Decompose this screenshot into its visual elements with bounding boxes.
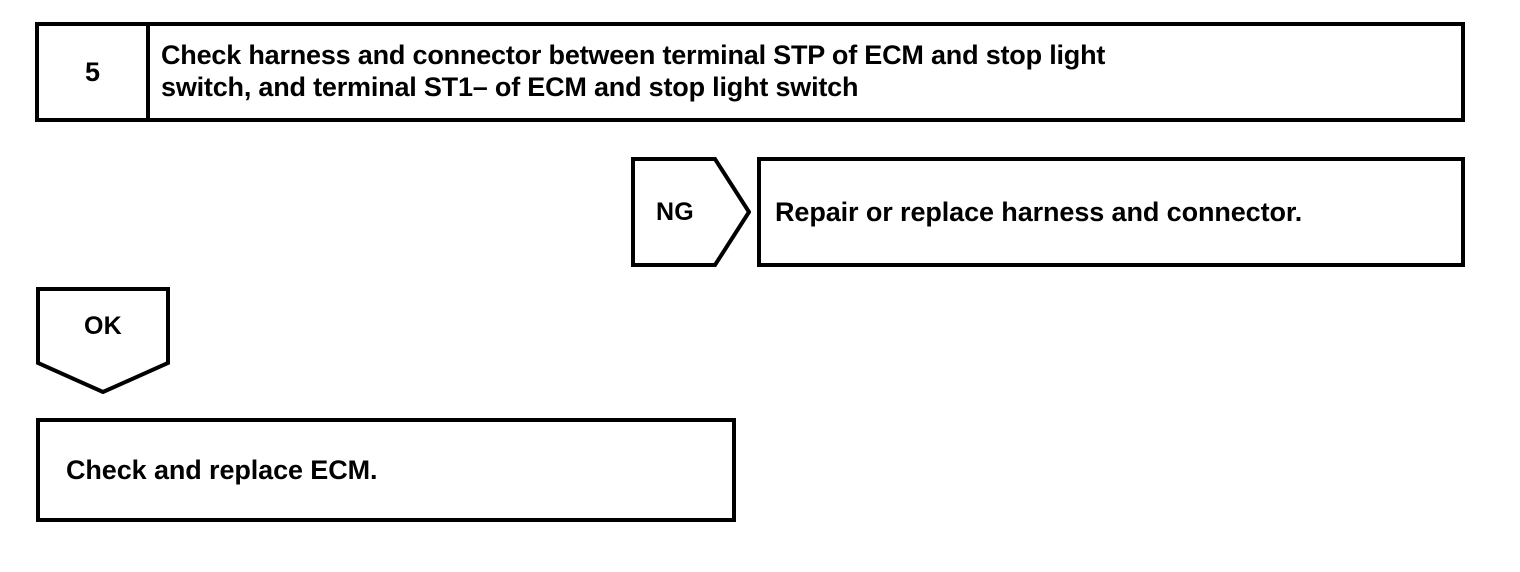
ok-pentagon-shape <box>36 287 170 394</box>
ng-branch-label: NG <box>655 197 695 226</box>
ng-decision-pentagon: NG <box>631 157 751 267</box>
ng-result-box: Repair or replace harness and connector. <box>757 157 1465 267</box>
ng-result-text: Repair or replace harness and connector. <box>775 196 1303 227</box>
step-instruction-text: Check harness and connector between term… <box>161 40 1106 102</box>
step-number-cell: 5 <box>39 26 150 118</box>
ng-pentagon-shape <box>631 157 751 267</box>
step-number: 5 <box>84 56 101 87</box>
ok-branch-label: OK <box>83 311 123 340</box>
ok-decision-pentagon: OK <box>36 287 170 394</box>
ok-result-box: Check and replace ECM. <box>36 418 736 522</box>
ok-result-text: Check and replace ECM. <box>66 454 378 485</box>
step-row: 5 Check harness and connector between te… <box>35 22 1465 122</box>
step-instruction-cell: Check harness and connector between term… <box>150 26 1461 118</box>
